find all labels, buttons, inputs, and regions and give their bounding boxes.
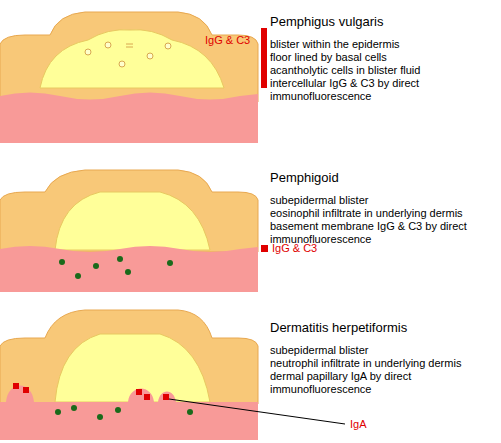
- section-heading: Pemphigus vulgaris: [270, 14, 496, 30]
- feature-text: basement membrane IgG & C3 by direct imm…: [270, 220, 496, 246]
- antibody-label: IgG & C3: [205, 34, 250, 47]
- section-heading: Pemphigoid: [270, 170, 496, 186]
- feature-text: intercellular IgG & C3 by direct immunof…: [270, 77, 496, 103]
- feature-text: eosinophil infiltrate in underlying derm…: [270, 207, 496, 220]
- pemphigoid-skin: [0, 170, 268, 292]
- feature-text: floor lined by basal cells: [270, 51, 496, 64]
- section-heading: Dermatitis herpetiformis: [270, 320, 496, 336]
- leader-line: [169, 399, 345, 424]
- feature-text: subepidermal blister: [270, 344, 496, 357]
- feature-text: dermal papillary IgA by direct immunoflu…: [270, 370, 496, 396]
- feature-text: blister within the epidermis: [270, 38, 496, 51]
- antibody-label: IgA: [350, 418, 367, 431]
- feature-text: subepidermal blister: [270, 194, 496, 207]
- pemphigus-skin: [0, 12, 267, 143]
- feature-text: neutrophil infiltrate in underlying derm…: [270, 357, 496, 370]
- feature-text: acantholytic cells in blister fluid: [270, 64, 496, 77]
